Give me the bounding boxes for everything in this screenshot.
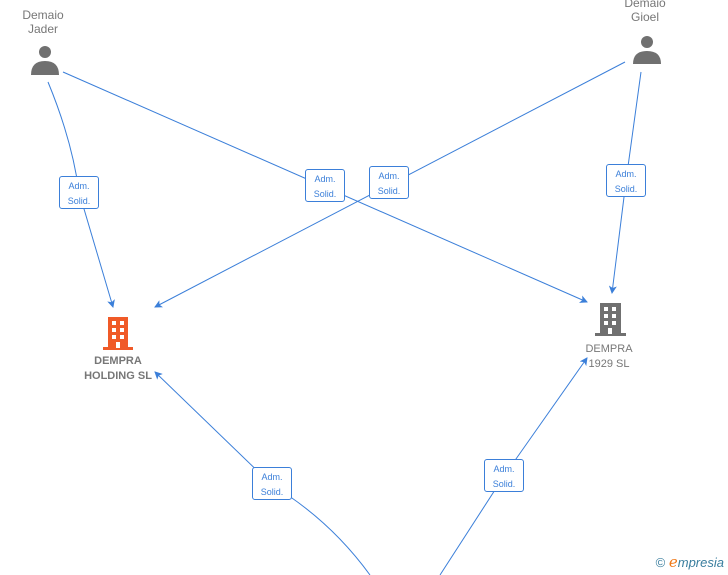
edge-label: Adm.Solid. — [252, 467, 292, 500]
empresia-logo: © empresia — [655, 553, 724, 571]
edge-label: Adm.Solid. — [369, 166, 409, 199]
edge-label: Adm.Solid. — [59, 176, 99, 209]
copyright-icon: © — [655, 555, 666, 570]
person-icon-jader — [31, 46, 59, 75]
edge-label: Adm.Solid. — [484, 459, 524, 492]
edge-label: Adm.Solid. — [305, 169, 345, 202]
edge-label: Adm.Solid. — [606, 164, 646, 197]
person-icon-gioel — [633, 36, 661, 64]
